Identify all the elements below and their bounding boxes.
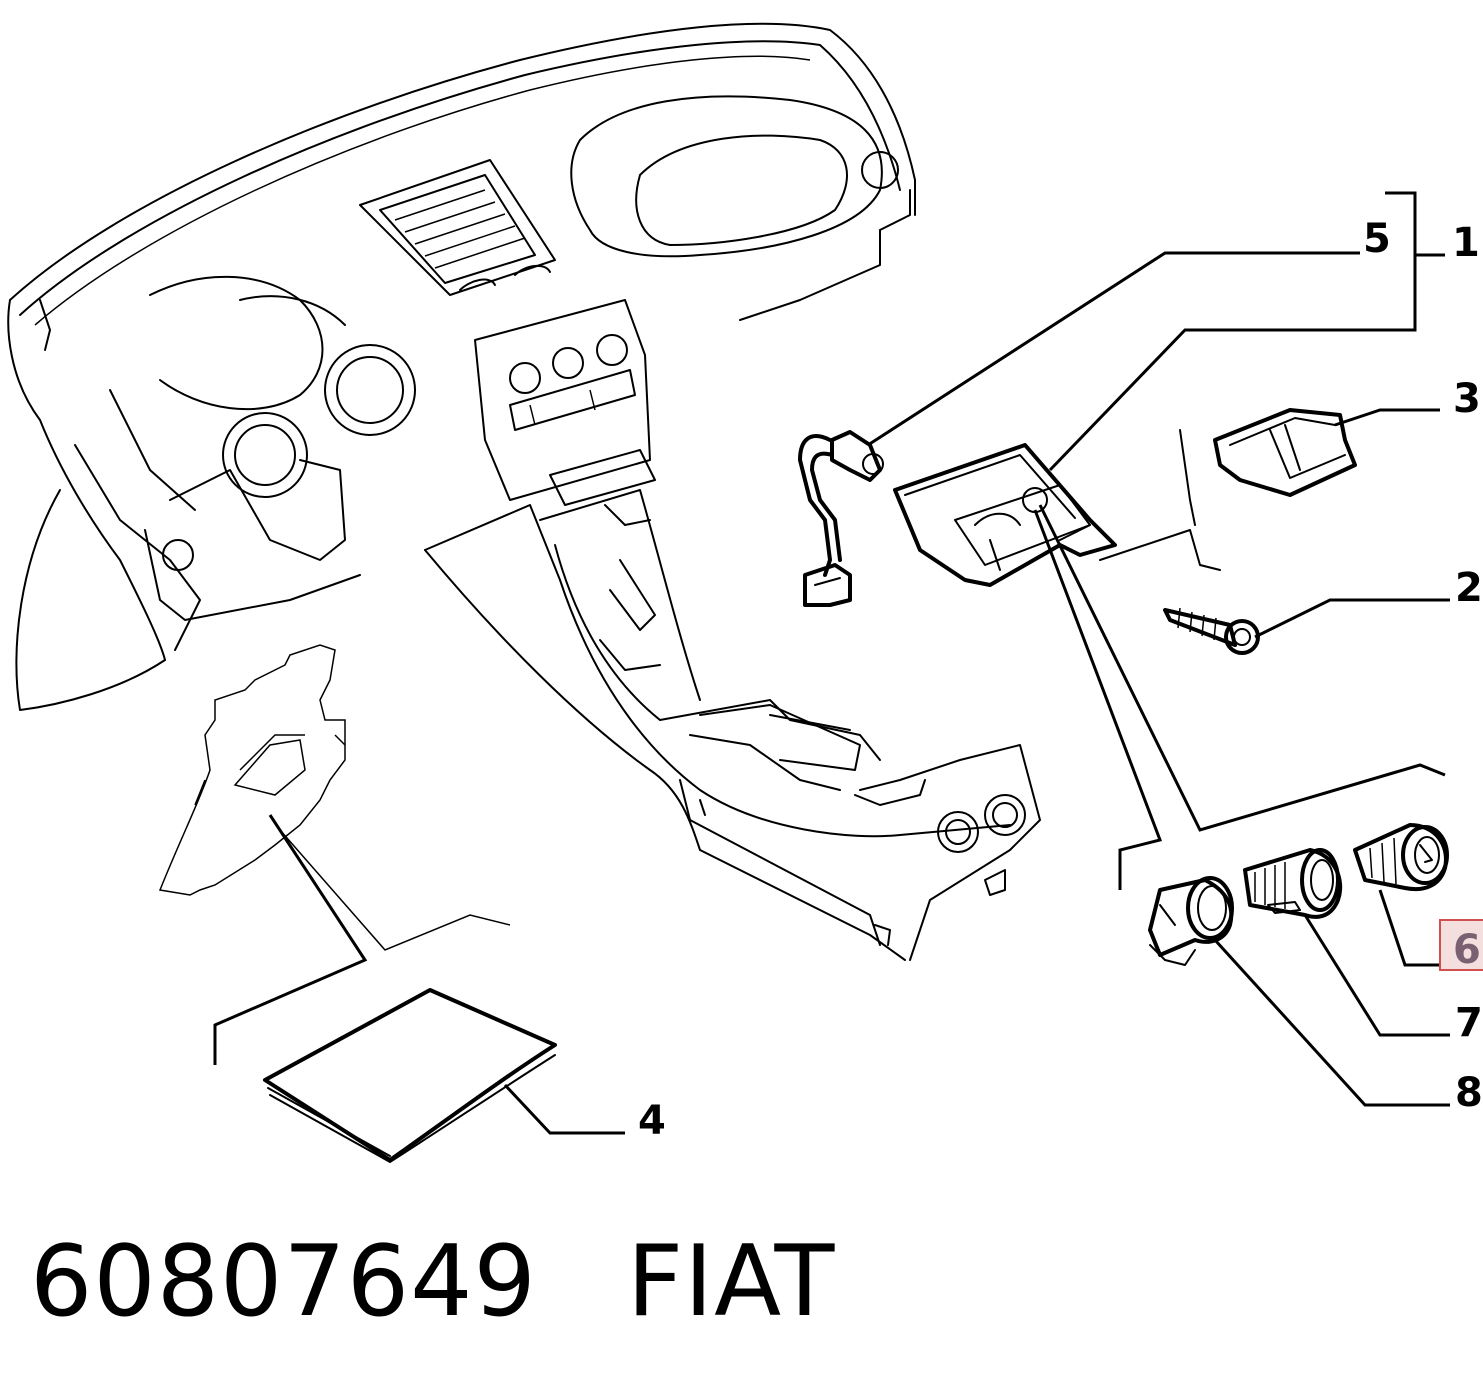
callout-5: 5 (1363, 216, 1391, 262)
callout-8: 8 (1455, 1070, 1483, 1116)
callout-6-highlight (1439, 919, 1483, 971)
part-6-plug (1353, 823, 1449, 891)
callout-3: 3 (1453, 376, 1481, 422)
callout-4: 4 (638, 1098, 666, 1144)
callout-6: 6 (1453, 927, 1481, 973)
side-trim-panel-drawing (158, 644, 346, 896)
callout-2: 2 (1455, 565, 1483, 611)
part-number: 60807649 (30, 1225, 537, 1339)
part-2-screw (1163, 607, 1260, 655)
dashboard-drawing (7, 22, 916, 711)
callout-labels: 5 1 3 2 6 7 8 4 (638, 216, 1483, 1144)
center-console-drawing (424, 489, 1041, 961)
part-1-housing (893, 443, 1117, 587)
callout-7: 7 (1455, 1000, 1483, 1046)
callout-1: 1 (1452, 220, 1480, 266)
leader-lines (213, 191, 1450, 1135)
part-8-socket (1148, 876, 1234, 966)
part-5-bulb-socket (798, 430, 884, 607)
part-7-body (1243, 848, 1343, 919)
brand-name: FIAT (626, 1225, 836, 1339)
part-3-cover (1213, 408, 1357, 497)
footer-caption: 60807649 FIAT (30, 1225, 835, 1339)
part-4-mat (263, 988, 557, 1163)
